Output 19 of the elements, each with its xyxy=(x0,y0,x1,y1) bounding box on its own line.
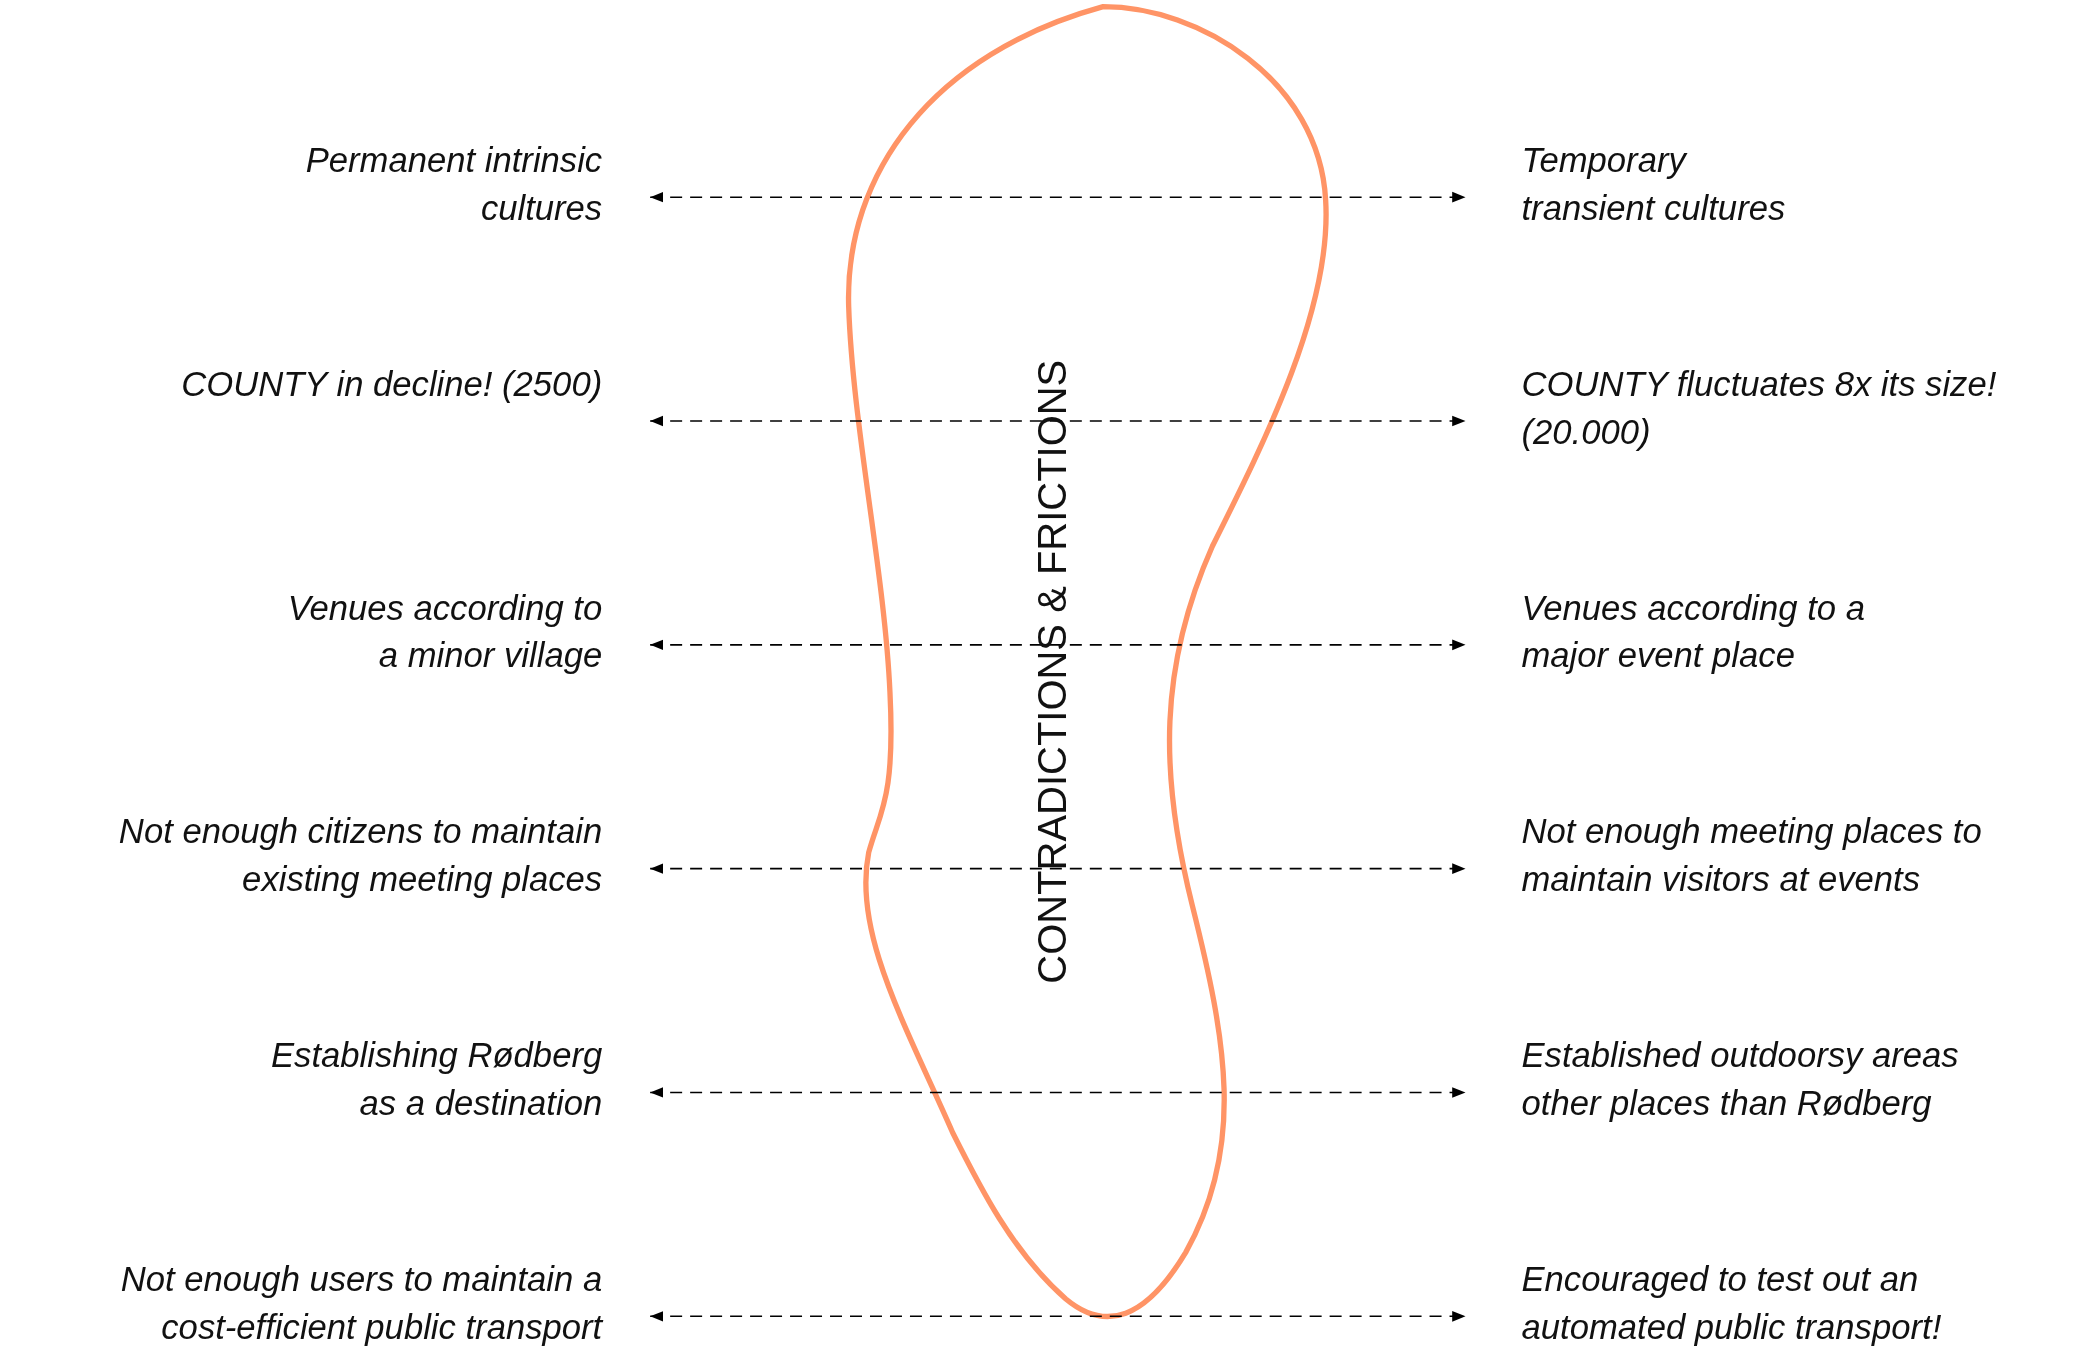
vertical-title: CONTRADICTIONS & FRICTIONS xyxy=(1028,359,1075,984)
statement-text: Not enough citizens to maintain existing meeting places xyxy=(0,807,603,904)
double-arrow xyxy=(649,863,1467,874)
statement-text: Permanent intrinsic cultures xyxy=(255,135,603,232)
statement-text: Established outdoorsy areas other places than Rødberg xyxy=(1521,1031,1962,1128)
statement-text: Not enough users to maintain a cost-efficient public transport xyxy=(95,1255,603,1351)
double-arrow xyxy=(649,1087,1467,1098)
double-arrow xyxy=(649,415,1467,427)
statement-text: Venues according to a minor village xyxy=(269,583,603,680)
statement-text: Establishing Rødberg as a destination xyxy=(269,1031,603,1128)
statement-text: COUNTY in decline! (2500) xyxy=(0,359,603,408)
statement-text: Temporary transient cultures xyxy=(1521,135,1808,232)
statement-text: Venues according to a major event place xyxy=(1521,583,1875,680)
double-arrow xyxy=(649,1311,1467,1322)
statement-text: COUNTY fluctuates 8x its size! (20.000) xyxy=(1521,359,2089,456)
double-arrow xyxy=(649,639,1467,651)
statement-text: Encouraged to test out an automated public transport! xyxy=(1521,1255,2089,1351)
double-arrow xyxy=(649,191,1467,203)
statement-text: Not enough meeting places to maintain visitors at events xyxy=(1521,807,2089,904)
